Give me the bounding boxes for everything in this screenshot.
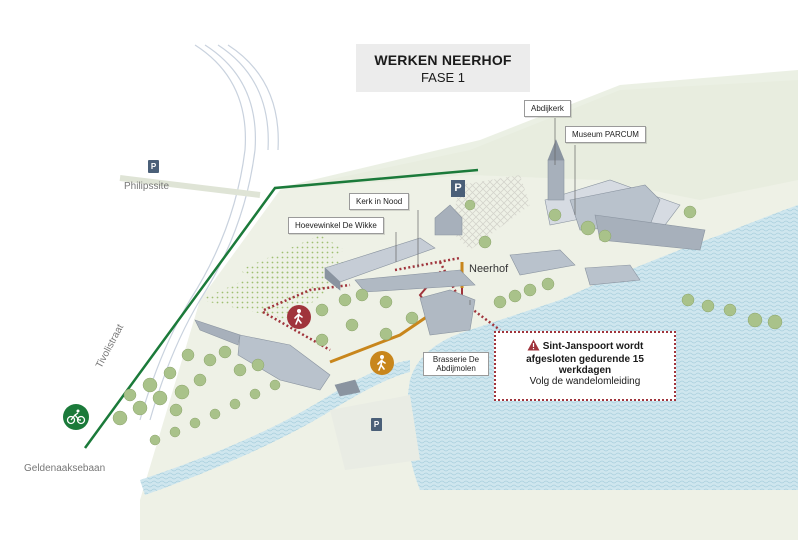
- map-title-box: WERKEN NEERHOF FASE 1: [356, 44, 530, 92]
- leader-lines: [395, 118, 576, 305]
- label-hoevewinkel: Hoevewinkel De Wikke: [288, 217, 384, 234]
- warning-triangle-icon: [527, 339, 540, 354]
- notice-line-4: Volg de wandelomleiding: [529, 376, 641, 387]
- cyclist-icon: [63, 404, 89, 430]
- notice-line-2: afgesloten gedurende 15: [526, 354, 644, 365]
- parking-icon: P: [148, 160, 159, 173]
- label-kerk-in-nood: Kerk in Nood: [349, 193, 410, 210]
- buildings: [194, 139, 706, 397]
- railway: [139, 44, 279, 421]
- label-philipssite: Philipssite: [124, 181, 170, 192]
- closure-notice: Sint-Janspoort wordt afgesloten gedurend…: [494, 331, 676, 401]
- upper-terrain: [270, 70, 798, 200]
- paved-courtyard: [450, 175, 530, 250]
- parking-icon: P: [371, 418, 382, 431]
- label-brasserie: Brasserie De Abdijmolen: [423, 352, 489, 376]
- lower-plaza: [330, 395, 420, 470]
- pedestrian-icon: [370, 351, 394, 375]
- pedestrian-icon: [287, 305, 311, 329]
- closed-route: [262, 256, 501, 352]
- label-neerhof: Neerhof: [469, 263, 509, 275]
- label-geldenaaksebaan: Geldenaaksebaan: [24, 463, 106, 474]
- orchard-field-2: [240, 235, 345, 295]
- map-title: WERKEN NEERHOF: [374, 52, 512, 68]
- notice-line-1: Sint-Janspoort wordt: [542, 341, 644, 353]
- label-museum-parcum: Museum PARCUM: [565, 126, 646, 143]
- philipssite-road: [119, 175, 261, 198]
- bike-route: [83, 168, 479, 449]
- parking-icon: P: [451, 180, 465, 197]
- label-abdijkerk: Abdijkerk: [524, 100, 571, 117]
- map-subtitle: FASE 1: [420, 70, 466, 85]
- trees: [112, 199, 783, 446]
- notice-line-3: werkdagen: [558, 365, 612, 376]
